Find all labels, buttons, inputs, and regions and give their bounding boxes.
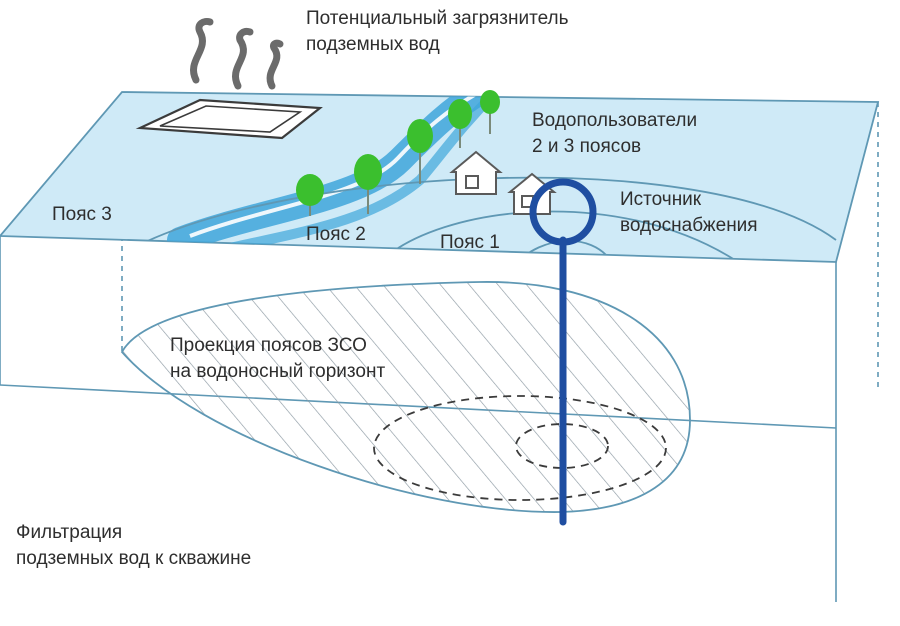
tree-icon [407, 119, 433, 184]
tree-icon [480, 90, 500, 134]
belt-1-label: Пояс 1 [440, 232, 500, 253]
trees [296, 90, 500, 216]
zone-2-projection [373, 395, 667, 501]
tree-icon [448, 99, 472, 148]
house-icon [449, 150, 503, 195]
belt-2-label: Пояс 2 [306, 224, 366, 245]
aquifer-projection [120, 281, 691, 513]
water-users-label: Водопользователи 2 и 3 поясов [532, 110, 698, 157]
filtration-label: Фильтрация подземных вод к скважине [16, 522, 252, 569]
pollutant-label: Потенциальный загрязнитель подземных вод [306, 8, 569, 55]
water-source-label: Источник водоснабжения [620, 189, 758, 236]
belt-3-label: Пояс 3 [52, 204, 112, 225]
factory-icon [135, 98, 323, 140]
tree-icon [296, 174, 324, 216]
smoke-icon [190, 18, 284, 90]
tree-icon [354, 154, 382, 214]
well-icon [529, 178, 597, 526]
house-icon [507, 172, 557, 215]
zone-1-projection [515, 423, 609, 469]
projection-label: Проекция поясов ЗСО на водоносный горизо… [170, 335, 386, 382]
